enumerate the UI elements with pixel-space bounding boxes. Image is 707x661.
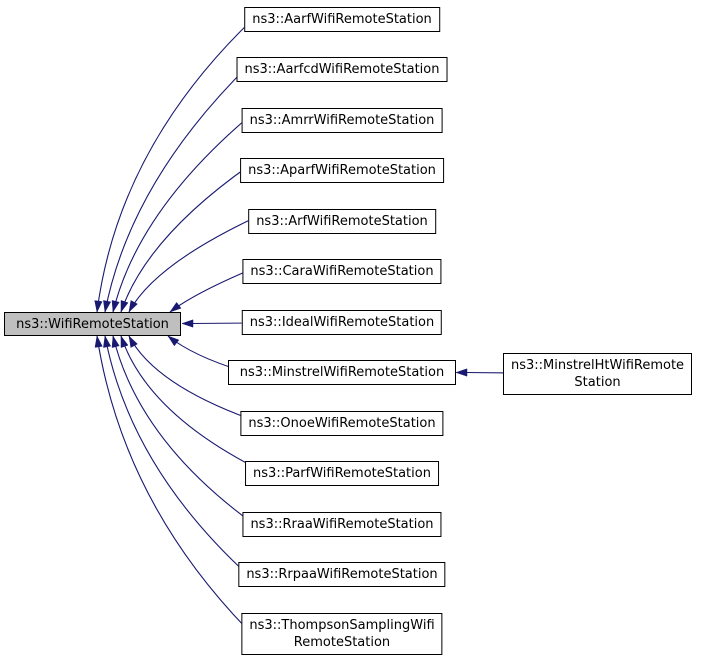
node-cara-wifi-remote-station[interactable]: ns3::CaraWifiRemoteStation — [242, 259, 442, 284]
node-onoe-wifi-remote-station[interactable]: ns3::OnoeWifiRemoteStation — [240, 411, 444, 436]
node-ideal-wifi-remote-station[interactable]: ns3::IdealWifiRemoteStation — [241, 310, 443, 335]
edge-onoe-to-base — [128, 335, 251, 420]
edge-thompson-sampling-to-base — [94, 335, 247, 629]
arrowhead-minstrel-ht — [455, 368, 468, 377]
arrowhead-ideal — [181, 319, 194, 328]
arrowhead-aarf — [94, 300, 103, 313]
edge-aarfcd-to-base — [103, 63, 251, 313]
node-amrr-wifi-remote-station[interactable]: ns3::AmrrWifiRemoteStation — [241, 108, 443, 133]
edge-parf-to-base — [120, 335, 255, 468]
node-rraa-wifi-remote-station[interactable]: ns3::RraaWifiRemoteStation — [242, 512, 442, 537]
node-thompson-sampling-wifi-remote-station[interactable]: ns3::ThompsonSamplingWifi RemoteStation — [241, 613, 443, 655]
node-parf-wifi-remote-station[interactable]: ns3::ParfWifiRemoteStation — [245, 461, 439, 486]
node-aarfcd-wifi-remote-station[interactable]: ns3::AarfcdWifiRemoteStation — [236, 57, 448, 82]
arrowhead-aparf — [120, 300, 129, 313]
node-aparf-wifi-remote-station[interactable]: ns3::AparfWifiRemoteStation — [240, 158, 444, 183]
arrowhead-parf — [120, 335, 129, 348]
edge-rrpaa-to-base — [103, 335, 250, 577]
node-arf-wifi-remote-station[interactable]: ns3::ArfWifiRemoteStation — [248, 209, 436, 234]
node-minstrel-wifi-remote-station[interactable]: ns3::MinstrelWifiRemoteStation — [228, 360, 456, 385]
node-minstrel-ht-wifi-remote-station[interactable]: ns3::MinstrelHtWifiRemote Station — [503, 353, 693, 395]
edge-aparf-to-base — [120, 164, 251, 313]
arrowhead-rraa — [111, 335, 120, 348]
arrowhead-thompson-sampling — [94, 335, 103, 348]
node-aarf-wifi-remote-station[interactable]: ns3::AarfWifiRemoteStation — [244, 7, 440, 32]
node-wifi-remote-station: ns3::WifiRemoteStation — [4, 312, 181, 336]
edge-aarf-to-base — [94, 17, 255, 313]
node-rrpaa-wifi-remote-station[interactable]: ns3::RrpaaWifiRemoteStation — [238, 562, 446, 587]
edge-amrr-to-base — [111, 113, 253, 313]
arrowhead-cara — [169, 301, 182, 313]
arrowhead-minstrel — [167, 335, 180, 347]
edge-cara-to-base — [169, 268, 253, 313]
arrowhead-amrr — [111, 300, 120, 313]
arrowhead-arf — [128, 300, 138, 313]
arrowhead-onoe — [128, 335, 138, 348]
arrowhead-rrpaa — [103, 335, 112, 348]
edge-rraa-to-base — [111, 335, 252, 523]
edge-arf-to-base — [128, 216, 257, 313]
arrowhead-aarfcd — [103, 300, 112, 313]
